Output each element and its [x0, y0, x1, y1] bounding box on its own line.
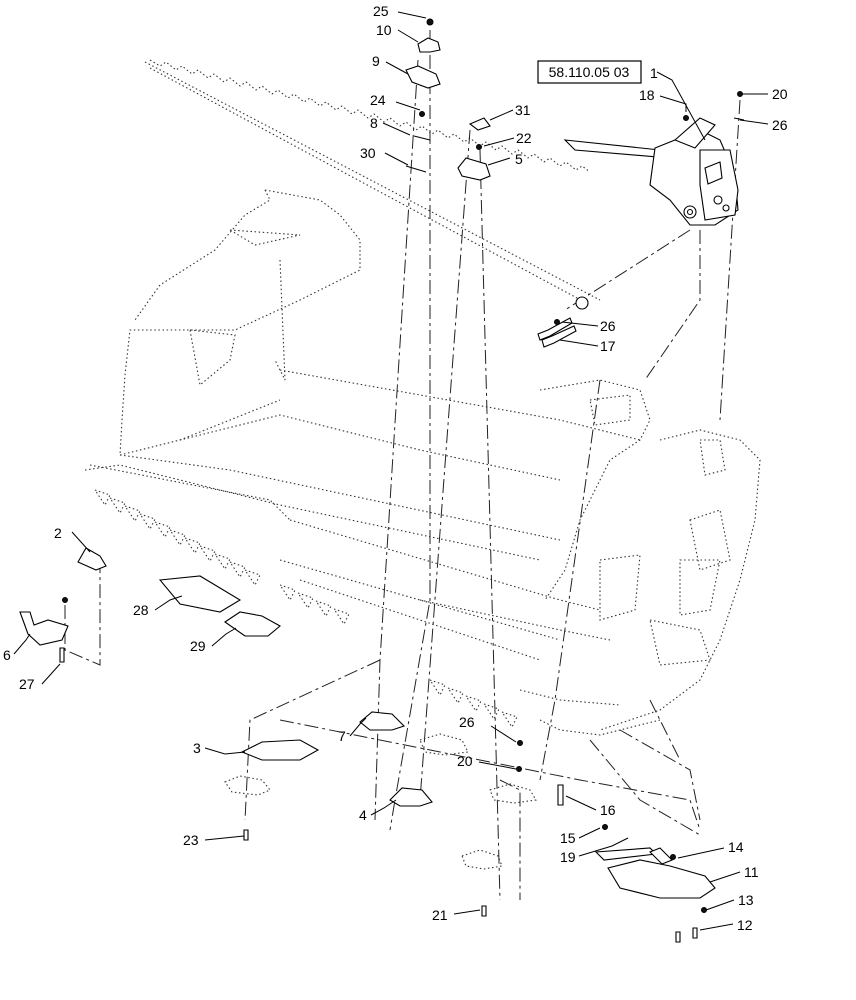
- plate-31: [468, 117, 491, 131]
- left-end-panel: [119, 189, 361, 456]
- callout-20-bottom: 20: [457, 753, 473, 769]
- reference-code: 58.110.05 03: [549, 64, 630, 80]
- callout-4: 4: [359, 807, 367, 823]
- callout-30: 30: [360, 145, 376, 161]
- guard-4: [389, 787, 433, 807]
- shield-assembly: [594, 824, 716, 943]
- header-frame: [84, 59, 761, 736]
- callout-12: 12: [737, 917, 753, 933]
- leader-lines: [13, 11, 769, 931]
- guard-6: [19, 611, 69, 646]
- callout-13: 13: [738, 892, 754, 908]
- assembly-lines: [64, 30, 741, 901]
- left-parts: [19, 547, 281, 663]
- reference-box: 58.110.05 03: [537, 60, 642, 84]
- callout-17: 17: [600, 338, 616, 354]
- guard-7: [359, 711, 406, 731]
- bolt-27: [59, 647, 65, 663]
- callout-20-top: 20: [772, 86, 788, 102]
- guard-row-right: [278, 583, 518, 729]
- cover-3: [240, 739, 320, 761]
- bolt-23: [243, 829, 249, 841]
- callout-11: 11: [744, 864, 759, 880]
- callout-labels: 1 2 3 4 5 6 7 8 9 10 11 12 13 14 15 16 1…: [3, 3, 788, 933]
- callout-26-top: 26: [772, 117, 788, 133]
- bolt-21: [481, 905, 487, 917]
- bolt-12: [692, 927, 698, 939]
- floor-front-edge: [119, 414, 561, 481]
- guard-2: [77, 547, 107, 571]
- callout-9: 9: [372, 53, 380, 69]
- callout-21: 21: [432, 907, 448, 923]
- clip-10: [417, 37, 441, 53]
- guard-29: [224, 611, 281, 637]
- callout-28: 28: [133, 602, 149, 618]
- back-wall: [279, 369, 641, 441]
- callout-29: 29: [190, 638, 206, 654]
- knife-teeth: [149, 59, 591, 173]
- cover-28: [158, 575, 242, 613]
- center-parts: [224, 711, 564, 917]
- callout-18: 18: [639, 87, 655, 103]
- callout-1: 1: [650, 65, 658, 81]
- callout-16: 16: [600, 802, 616, 818]
- callout-27: 27: [19, 676, 35, 692]
- clip-9: [405, 65, 441, 89]
- callout-31: 31: [515, 102, 531, 118]
- callout-15: 15: [560, 830, 576, 846]
- clip-5: [457, 157, 491, 181]
- bolt-16: [557, 784, 564, 806]
- callout-24: 24: [370, 92, 386, 108]
- knife-head-connection: [537, 296, 589, 348]
- callout-6: 6: [3, 647, 11, 663]
- callout-7: 7: [338, 728, 346, 744]
- bolt-25: [426, 18, 434, 26]
- callout-8: 8: [370, 115, 378, 131]
- callout-2: 2: [54, 525, 62, 541]
- guard-row-left: [93, 488, 261, 587]
- gearbox-assembly-part: [563, 117, 739, 226]
- callout-5: 5: [515, 151, 523, 167]
- callout-19: 19: [560, 849, 576, 865]
- callout-14: 14: [728, 839, 744, 855]
- right-end-frame: [539, 379, 651, 601]
- callout-10: 10: [376, 22, 392, 38]
- callout-26-middle: 26: [600, 318, 616, 334]
- callout-3: 3: [193, 740, 201, 756]
- callout-25: 25: [373, 3, 389, 19]
- callout-23: 23: [183, 832, 199, 848]
- shield-11: [607, 859, 716, 899]
- callout-22: 22: [516, 130, 532, 146]
- callout-26-bottom: 26: [459, 714, 475, 730]
- top-hardware: [405, 18, 745, 325]
